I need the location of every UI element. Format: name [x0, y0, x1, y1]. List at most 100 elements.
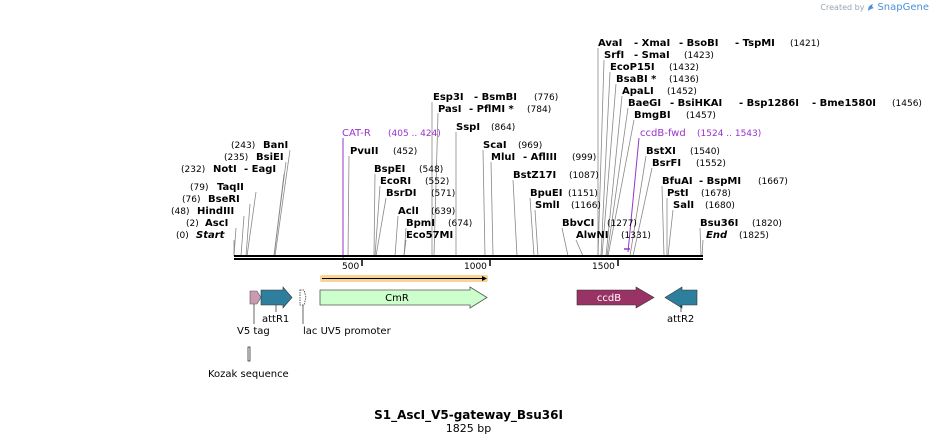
attr1-arrow-icon[interactable]	[260, 286, 293, 309]
enzyme-smai: - SmaI	[634, 50, 670, 61]
enzyme-start: Start	[196, 230, 226, 241]
enzyme-pos: (232)	[181, 165, 205, 175]
enzyme-bsmbi: - BsmBI	[474, 92, 517, 103]
ccdb-arrow-icon[interactable]	[576, 286, 655, 309]
enzyme-bsihkai: - BsiHKAI	[670, 98, 722, 109]
enzyme-pos: (1331)	[621, 231, 651, 241]
enzyme-bpmi: BpmI	[406, 218, 435, 229]
lac-uv5-promoter-icon[interactable]	[299, 289, 307, 306]
enzyme-pos: (48)	[171, 207, 189, 217]
feature-connectors	[253, 304, 682, 324]
enzyme-pos: (1151)	[568, 189, 598, 199]
enzyme-pos: (1452)	[667, 87, 697, 97]
enzyme-bsobi: - BsoBI	[679, 38, 718, 49]
enzyme-afliii: - AflIII	[523, 152, 557, 163]
enzyme-bsiei: BsiEI	[256, 152, 284, 163]
enzyme-mlui: MluI	[491, 152, 515, 163]
ccdb-fwd-primer-range: (1524 .. 1543)	[697, 129, 761, 139]
enzyme-xmai: - XmaI	[634, 38, 670, 49]
enzyme-pos: (1423)	[684, 51, 714, 61]
enzyme-apali: ApaLI	[622, 86, 654, 97]
cmr-label: CmR	[385, 293, 409, 304]
enzyme-eco57mi: Eco57MI	[406, 230, 453, 241]
kozak-sequence-label: Kozak sequence	[208, 369, 289, 380]
enzyme-sali: SalI	[673, 200, 694, 211]
enzyme-bsp1286i: - Bsp1286I	[739, 98, 799, 109]
enzyme-bsabi: BsaBI *	[616, 74, 657, 85]
enzyme-bstxi: BstXI	[646, 146, 676, 157]
enzyme-pos: (548)	[419, 165, 443, 175]
enzyme-pos: (999)	[572, 153, 596, 163]
backbone-bottom-strand	[234, 258, 703, 260]
v5-tag-arrow-icon[interactable]	[249, 290, 262, 305]
enzyme-pos: (1678)	[701, 189, 731, 199]
enzyme-pos: (76)	[182, 195, 200, 205]
cmr-arrow-icon[interactable]	[319, 286, 488, 309]
lac-uv5-promoter-label: lac UV5 promoter	[303, 326, 392, 337]
enzyme-hindiii: HindIII	[197, 206, 234, 217]
enzyme-bstz17i: BstZ17I	[513, 170, 556, 181]
enzyme-pos: (235)	[224, 153, 248, 163]
enzyme-taqii: TaqII	[217, 182, 244, 193]
enzyme-bspmi: - BspMI	[699, 176, 741, 187]
cat-r-primer-range: (405 .. 424)	[388, 129, 441, 139]
enzyme-psti: PstI	[667, 188, 689, 199]
enzyme-pos: (79)	[190, 183, 208, 193]
tick-label-500: 500	[342, 262, 359, 272]
ccdb-label: ccdB	[597, 293, 621, 304]
enzyme-bmgbi: BmgBI	[634, 110, 671, 121]
tick-label-1000: 1000	[464, 262, 487, 272]
enzyme-pos: (1087)	[569, 171, 599, 181]
credit-brand: SnapGene	[877, 2, 929, 13]
enzyme-sspi: SspI	[456, 122, 480, 133]
enzyme-bbvci: BbvCI	[562, 218, 594, 229]
kozak-sequence-icon[interactable]	[247, 346, 251, 362]
enzyme-baegi: BaeGI	[628, 98, 661, 109]
enzyme-bsrdi: BsrDI	[386, 188, 417, 199]
enzyme-pos: (1166)	[571, 201, 601, 211]
v5-tag-label: V5 tag	[237, 326, 270, 337]
enzyme-bseri: BseRI	[208, 194, 240, 205]
enzyme-pos: (1667)	[758, 177, 788, 187]
ccdb-fwd-primer-line	[627, 137, 640, 253]
enzyme-pos: (776)	[534, 93, 558, 103]
enzyme-bspei: BspEI	[374, 164, 405, 175]
enzyme-eagi: - EagI	[244, 164, 276, 175]
enzyme-pos: (674)	[448, 219, 472, 229]
snapgene-logo-icon	[868, 4, 875, 11]
attr2-label: attR2	[667, 314, 694, 325]
enzyme-pflmi: - PflMI *	[469, 104, 515, 115]
enzyme-bfuai: BfuAI	[662, 176, 693, 187]
enzyme-pos: (1680)	[705, 201, 735, 211]
enzyme-pos: (1421)	[790, 39, 820, 49]
enzyme-pos: (243)	[231, 141, 255, 151]
enzyme-smli: SmlI	[535, 200, 560, 211]
enzyme-pos: (1277)	[607, 219, 637, 229]
cat-r-primer-label: CAT-R	[342, 128, 371, 139]
enzyme-pos: (2)	[186, 219, 199, 229]
enzyme-pasi: PasI	[438, 104, 461, 115]
enzyme-bme1580i: - Bme1580I	[812, 98, 876, 109]
enzyme-pos: (1820)	[752, 219, 782, 229]
enzyme-pos: (1457)	[686, 111, 716, 121]
enzyme-pos: (1432)	[669, 63, 699, 73]
enzyme-pos: (639)	[431, 207, 455, 217]
map-size: 1825 bp	[445, 422, 492, 435]
enzyme-ecori: EcoRI	[380, 176, 411, 187]
enzyme-end: End	[706, 230, 728, 241]
enzyme-pvuii: PvuII	[350, 146, 378, 157]
attr2-arrow-icon[interactable]	[664, 286, 698, 309]
enzyme-bsu36i: Bsu36I	[700, 218, 738, 229]
attr1-label: attR1	[262, 314, 289, 325]
enzyme-noti: NotI	[213, 164, 237, 175]
backbone-top-strand	[234, 255, 703, 257]
enzyme-pos: (0)	[176, 231, 189, 241]
tick-label-1500: 1500	[592, 262, 615, 272]
snapgene-credit: Created by SnapGene	[820, 2, 929, 13]
ccdb-fwd-primer-label: ccdB-fwd	[640, 128, 686, 139]
enzyme-pos: (784)	[527, 105, 551, 115]
enzyme-avai: AvaI	[598, 38, 622, 49]
enzyme-scai: ScaI	[483, 140, 507, 151]
credit-prefix: Created by	[820, 3, 865, 12]
enzyme-pos: (452)	[393, 147, 417, 157]
